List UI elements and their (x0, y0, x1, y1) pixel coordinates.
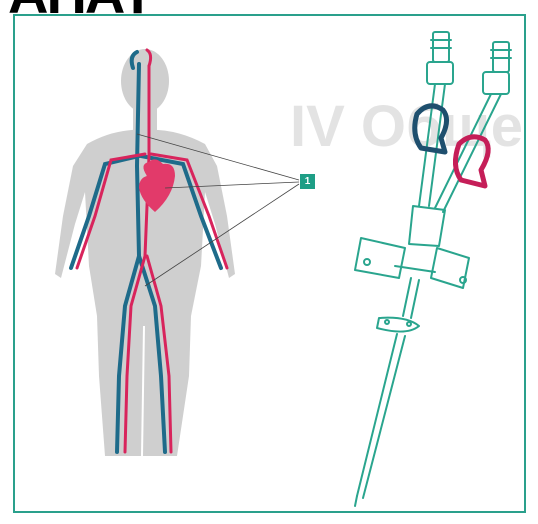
diagram-frame: IV Обще (13, 14, 526, 513)
circulatory-diagram (15, 16, 526, 513)
central-venous-catheter-icon (355, 32, 511, 506)
callout-number-badge: 1 (300, 174, 315, 189)
clamp-red-icon (455, 137, 488, 186)
